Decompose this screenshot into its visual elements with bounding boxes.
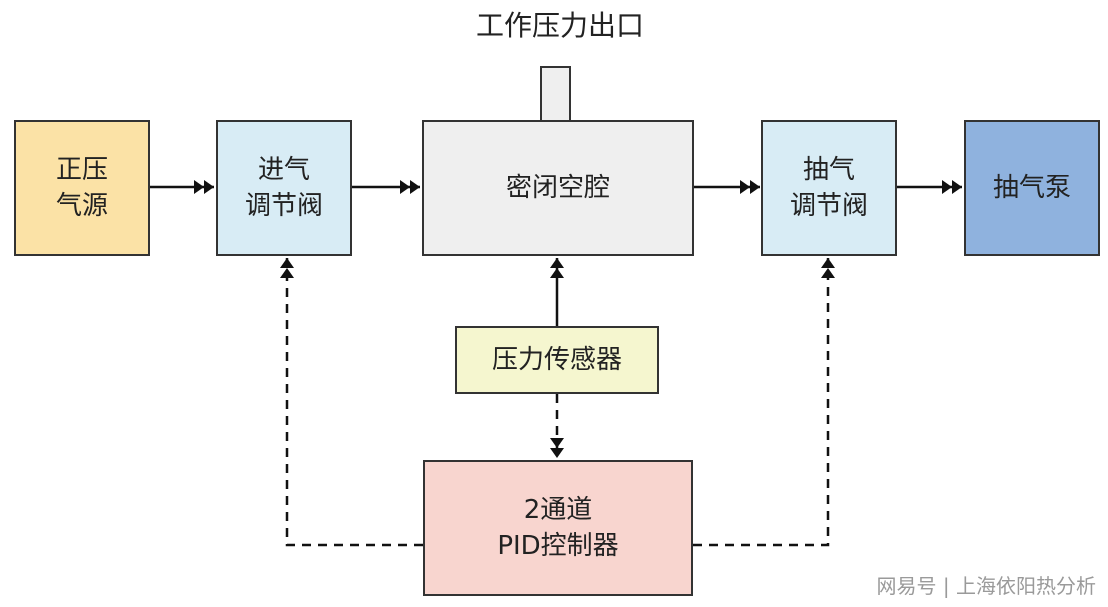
arrow-controller-to-inlet-valve <box>280 258 423 547</box>
inlet-valve-label-line1: 进气 <box>257 155 310 185</box>
controller-label-line1: 2通道 <box>523 495 593 525</box>
controller-label-line2: PID控制器 <box>497 531 619 561</box>
outlet-valve-label-line2: 调节阀 <box>789 191 868 221</box>
vacuum-pump-box: 抽气泵 <box>964 120 1100 256</box>
pressure-sensor-box: 压力传感器 <box>455 326 659 394</box>
outlet-valve-label-line1: 抽气 <box>802 155 855 185</box>
inlet-valve-label-line2: 调节阀 <box>244 191 323 221</box>
pid-controller-box: 2通道 PID控制器 <box>423 460 693 596</box>
pressure-outlet-label: 工作压力出口 <box>475 9 644 42</box>
positive-pressure-source-box: 正压 气源 <box>14 120 150 256</box>
pump-label: 抽气泵 <box>992 173 1071 203</box>
chamber-label: 密闭空腔 <box>505 173 610 203</box>
sensor-label: 压力传感器 <box>491 345 622 375</box>
inlet-valve-box: 进气 调节阀 <box>216 120 352 256</box>
source-label-line1: 正压 <box>55 155 108 185</box>
outlet-valve-box: 抽气 调节阀 <box>761 120 897 256</box>
source-label-line2: 气源 <box>55 191 108 221</box>
arrow-controller-to-outlet-valve <box>693 258 835 547</box>
pressure-outlet-pipe <box>540 66 571 122</box>
watermark: 网易号 | 上海依阳热分析 <box>876 574 1096 598</box>
sealed-chamber-box: 密闭空腔 <box>422 120 694 256</box>
